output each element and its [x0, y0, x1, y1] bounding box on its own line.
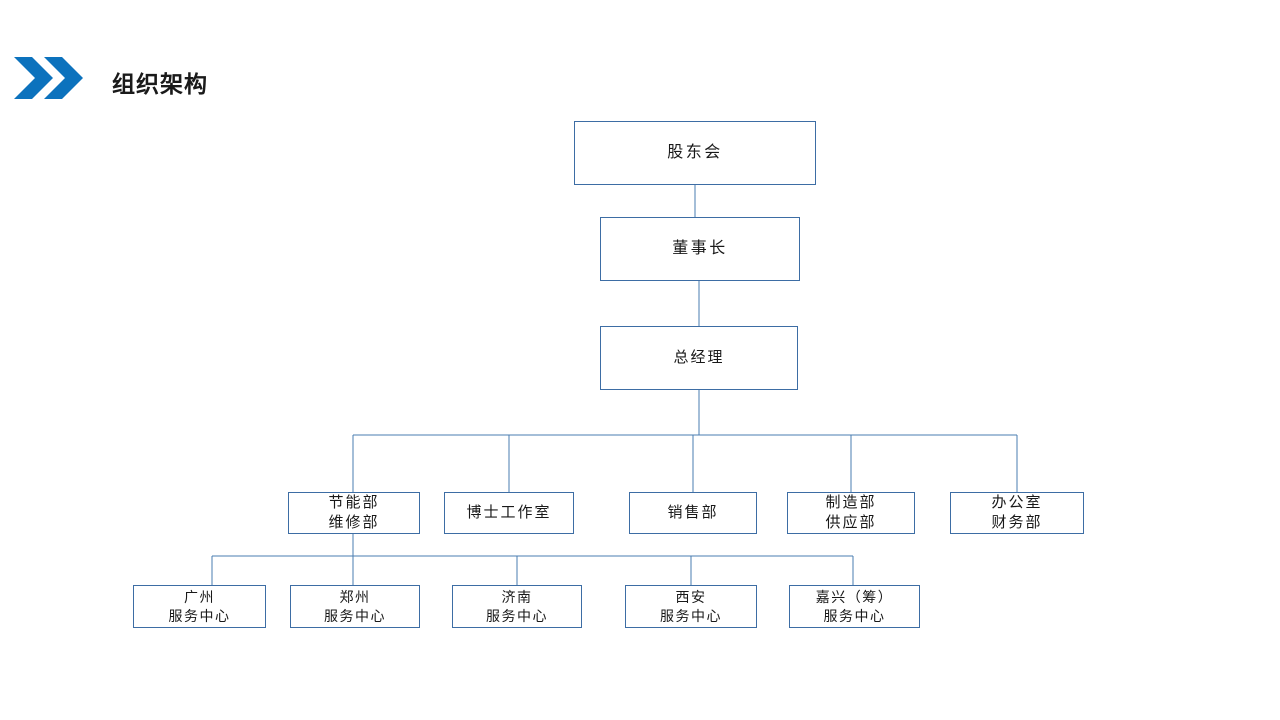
org-node-chairman[interactable]: 董事长 — [600, 217, 800, 281]
org-node-line: 服务中心 — [168, 607, 231, 624]
double-chevron-right-icon — [14, 57, 86, 99]
org-node-manufacturing-supply[interactable]: 制造部 供应部 — [787, 492, 915, 534]
org-node-zhengzhou-center[interactable]: 郑州 服务中心 — [290, 585, 420, 628]
org-node-energy-maintenance[interactable]: 节能部 维修部 — [288, 492, 420, 534]
org-node-line: 节能部 — [328, 494, 380, 512]
org-node-line: 广州 — [184, 589, 215, 606]
org-node-line: 博士工作室 — [466, 504, 552, 522]
org-node-line: 服务中心 — [486, 607, 548, 624]
org-node-line: 制造部 — [825, 494, 877, 512]
org-node-office-finance[interactable]: 办公室 财务部 — [950, 492, 1084, 534]
org-node-line: 服务中心 — [660, 607, 722, 624]
org-node-line: 总经理 — [673, 349, 725, 367]
org-node-line: 嘉兴（筹） — [815, 589, 894, 606]
org-node-sales[interactable]: 销售部 — [629, 492, 757, 534]
page-title: 组织架构 — [112, 71, 208, 97]
org-node-line: 济南 — [501, 589, 533, 606]
org-node-guangzhou-center[interactable]: 广州 服务中心 — [133, 585, 266, 628]
slide-header: 组织架构 — [0, 0, 1280, 120]
org-node-line: 服务中心 — [324, 607, 386, 624]
org-node-line: 西安 — [675, 589, 707, 606]
org-node-line: 股东会 — [667, 144, 723, 162]
org-node-shareholders[interactable]: 股东会 — [574, 121, 816, 185]
org-node-jiaxing-center[interactable]: 嘉兴（筹） 服务中心 — [789, 585, 920, 628]
org-node-xian-center[interactable]: 西安 服务中心 — [625, 585, 757, 628]
org-node-line: 维修部 — [328, 514, 380, 531]
org-node-line: 办公室 — [991, 494, 1043, 512]
org-node-general-manager[interactable]: 总经理 — [600, 326, 798, 390]
org-node-line: 供应部 — [825, 514, 877, 531]
org-node-line: 郑州 — [339, 589, 371, 606]
org-node-line: 财务部 — [991, 514, 1043, 531]
org-node-line: 董事长 — [672, 240, 728, 258]
org-node-doctoral-studio[interactable]: 博士工作室 — [444, 492, 574, 534]
org-node-jinan-center[interactable]: 济南 服务中心 — [452, 585, 582, 628]
org-node-line: 销售部 — [667, 504, 719, 522]
org-node-line: 服务中心 — [823, 607, 886, 624]
